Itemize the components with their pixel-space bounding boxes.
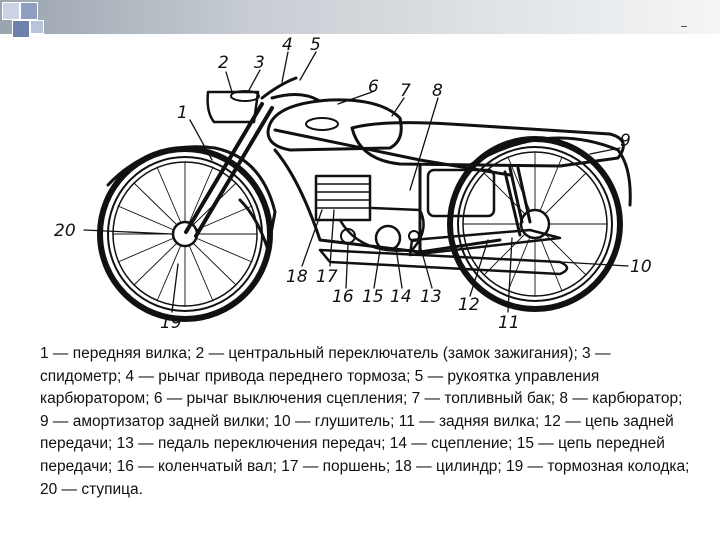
headlight bbox=[208, 92, 258, 122]
callout-4: 4 bbox=[282, 35, 293, 55]
callout-9: 9 bbox=[620, 131, 631, 151]
callout-1: 1 bbox=[177, 103, 188, 123]
motorcycle-diagram: 1 2 3 4 5 6 7 8 9 10 11 12 13 14 15 16 1… bbox=[0, 0, 720, 340]
callout-5: 5 bbox=[310, 35, 321, 55]
callout-11: 11 bbox=[498, 313, 520, 333]
callout-8: 8 bbox=[432, 81, 443, 101]
callout-13: 13 bbox=[420, 287, 442, 307]
shock-absorber bbox=[510, 168, 530, 222]
callout-18: 18 bbox=[286, 267, 308, 287]
front-wheel bbox=[100, 149, 270, 319]
callout-15: 15 bbox=[362, 287, 384, 307]
callout-16: 16 bbox=[332, 287, 354, 307]
callout-3: 3 bbox=[254, 53, 265, 73]
muffler bbox=[320, 250, 567, 274]
callout-12: 12 bbox=[458, 295, 480, 315]
callout-17: 17 bbox=[316, 267, 338, 287]
parts-legend-caption: 1 — передняя вилка; 2 — центральный пере… bbox=[40, 343, 690, 501]
callout-10: 10 bbox=[630, 257, 652, 277]
callout-7: 7 bbox=[400, 81, 411, 101]
callout-20: 20 bbox=[54, 221, 76, 241]
handlebar bbox=[262, 78, 318, 100]
seat bbox=[352, 123, 623, 166]
callout-6: 6 bbox=[368, 77, 379, 97]
callout-14: 14 bbox=[390, 287, 412, 307]
callout-19: 19 bbox=[160, 313, 182, 333]
callout-2: 2 bbox=[218, 53, 229, 73]
